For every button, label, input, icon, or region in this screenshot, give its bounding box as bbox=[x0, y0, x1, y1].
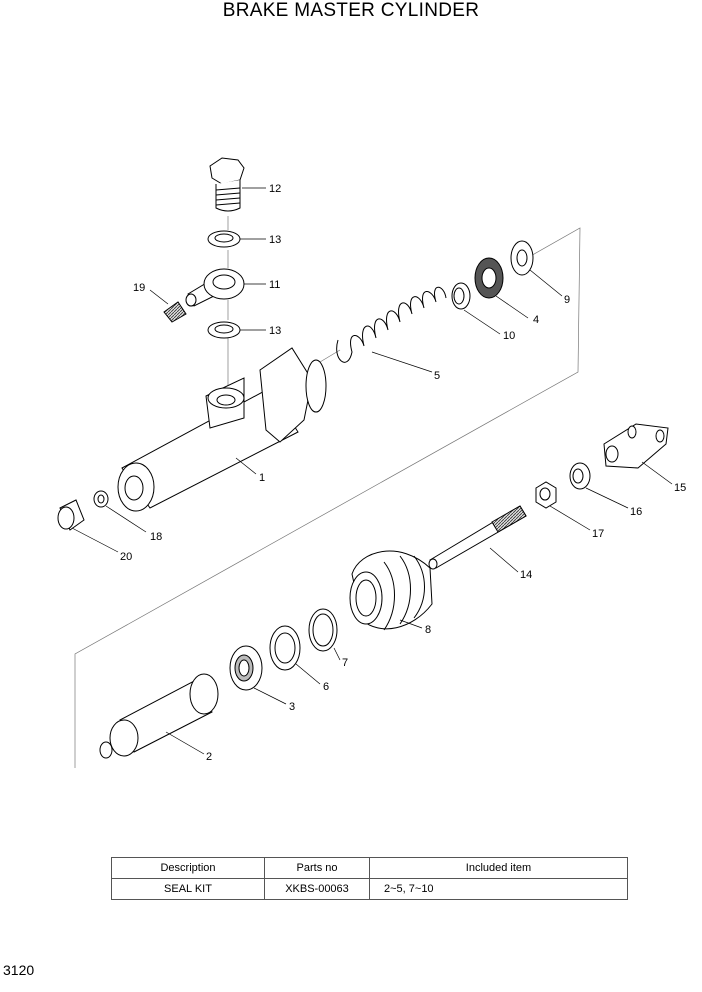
callout-15: 15 bbox=[674, 482, 686, 494]
header-included-item: Included item bbox=[369, 857, 628, 879]
snap-ring bbox=[308, 608, 338, 652]
cell-description: SEAL KIT bbox=[111, 878, 265, 900]
bleeder-cap bbox=[57, 499, 85, 531]
nut bbox=[535, 481, 557, 509]
callout-12: 12 bbox=[269, 183, 281, 195]
spring-seat bbox=[451, 282, 471, 310]
banjo-fitting bbox=[185, 268, 245, 307]
callout-9: 9 bbox=[564, 294, 570, 306]
callout-5: 5 bbox=[434, 370, 440, 382]
set-screw bbox=[163, 301, 187, 323]
callout-10: 10 bbox=[503, 330, 515, 342]
cell-parts-no: XKBS-00063 bbox=[264, 878, 370, 900]
push-rod bbox=[428, 505, 527, 570]
callout-1: 1 bbox=[259, 472, 265, 484]
frame-lines bbox=[74, 216, 581, 768]
table-header-row: Description Parts no Included item bbox=[111, 857, 628, 879]
master-cylinder-body bbox=[117, 347, 327, 512]
seal-kit-table: Description Parts no Included item SEAL … bbox=[111, 857, 628, 900]
washer bbox=[269, 625, 301, 671]
clevis bbox=[603, 423, 669, 469]
page-number: 3120 bbox=[3, 962, 35, 978]
callout-3: 3 bbox=[289, 701, 295, 713]
callout-13-upper: 13 bbox=[269, 234, 281, 246]
page-title: BRAKE MASTER CYLINDER bbox=[222, 0, 480, 21]
bleeder-screw bbox=[93, 490, 109, 508]
callout-14: 14 bbox=[520, 569, 532, 581]
callout-8: 8 bbox=[425, 624, 431, 636]
copper-washer-upper bbox=[207, 230, 241, 248]
valve-washer bbox=[510, 240, 534, 276]
callout-19: 19 bbox=[133, 282, 145, 294]
jam-nut bbox=[569, 462, 591, 490]
copper-washer-lower bbox=[207, 321, 241, 339]
header-description: Description bbox=[111, 857, 265, 879]
return-spring bbox=[336, 286, 447, 363]
callout-2: 2 bbox=[206, 751, 212, 763]
callout-7: 7 bbox=[342, 657, 348, 669]
callout-13-lower: 13 bbox=[269, 325, 281, 337]
table-row: SEAL KIT XKBS-00063 2~5, 7~10 bbox=[111, 878, 628, 900]
leader-lines bbox=[71, 187, 673, 755]
banjo-bolt bbox=[209, 157, 245, 212]
callout-6: 6 bbox=[323, 681, 329, 693]
cup-seal bbox=[229, 645, 263, 691]
callout-17: 17 bbox=[592, 528, 604, 540]
cell-included-item: 2~5, 7~10 bbox=[369, 878, 628, 900]
header-parts-no: Parts no bbox=[264, 857, 370, 879]
piston bbox=[99, 673, 219, 759]
callout-18: 18 bbox=[150, 531, 162, 543]
callout-20: 20 bbox=[120, 551, 132, 563]
callout-16: 16 bbox=[630, 506, 642, 518]
callout-labels: 12 13 11 13 19 1 5 10 4 9 18 20 15 16 17… bbox=[120, 183, 686, 763]
dust-boot bbox=[349, 550, 433, 631]
check-valve bbox=[474, 257, 504, 299]
callout-11: 11 bbox=[269, 279, 280, 291]
callout-4: 4 bbox=[533, 314, 539, 326]
